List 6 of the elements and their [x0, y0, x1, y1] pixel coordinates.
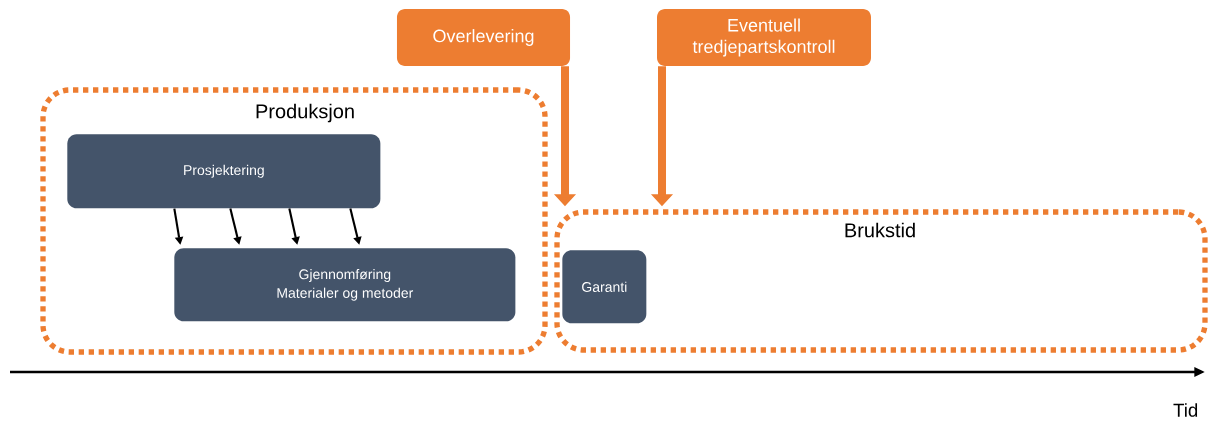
milestone-tab: Eventuell tredjepartskontroll: [657, 8, 871, 67]
process-box: Gjennomføring Materialer og metoder: [174, 248, 516, 322]
milestone-tab: Overlevering: [396, 8, 571, 67]
process-box: Prosjektering: [67, 134, 381, 209]
axis-label: Tid: [1173, 403, 1198, 417]
process-box: Garanti: [562, 250, 647, 324]
